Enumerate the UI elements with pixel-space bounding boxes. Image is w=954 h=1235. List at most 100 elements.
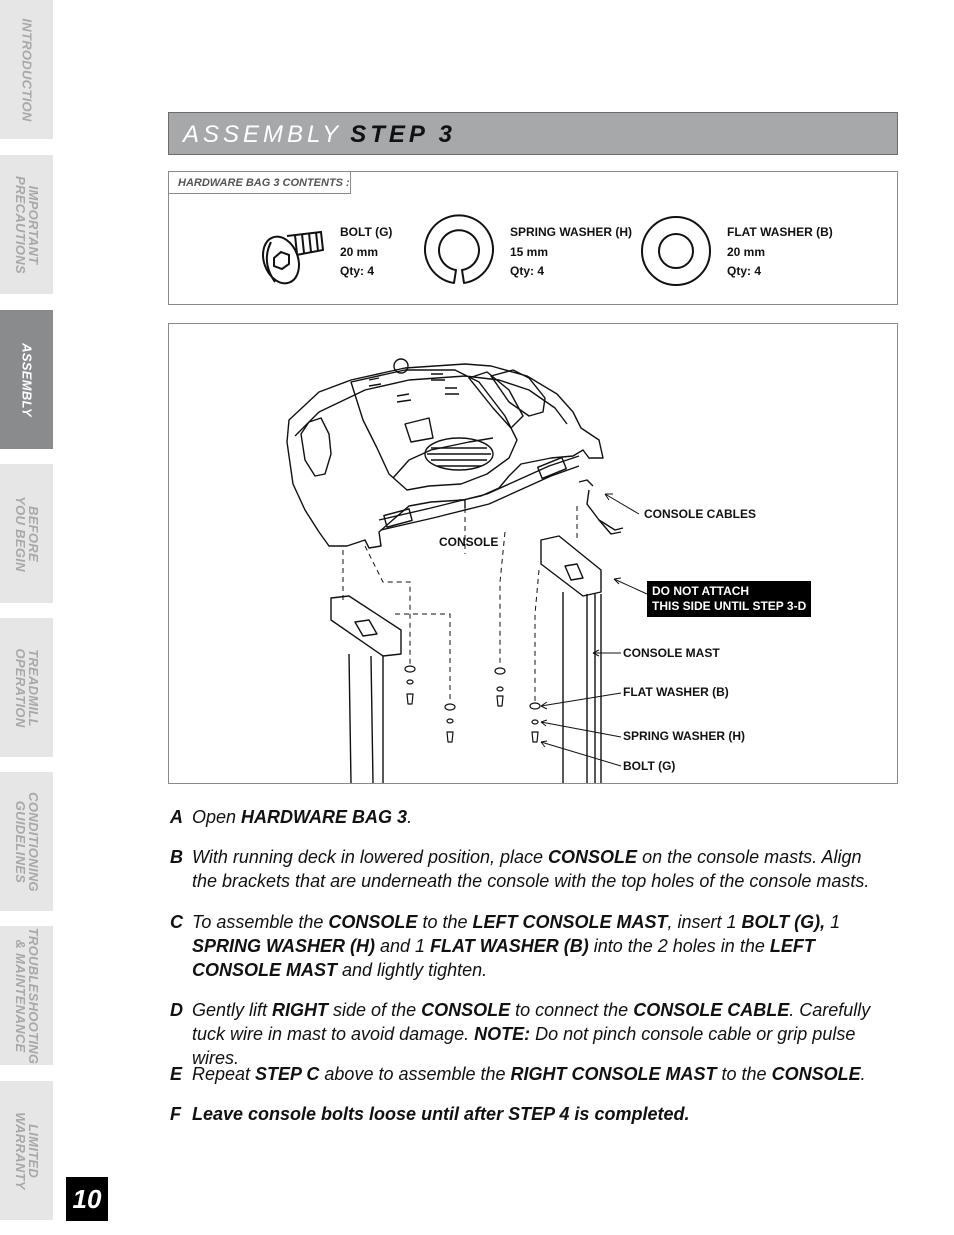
- section-title: ASSEMBLY STEP 3: [183, 121, 456, 149]
- step-bold-run: STEP C: [255, 1064, 320, 1084]
- side-tab-conditioning-guidelines[interactable]: CONDITIONING GUIDELINES: [0, 772, 53, 911]
- step-text-run: to the: [417, 912, 473, 932]
- step-text: Leave console bolts loose until after ST…: [192, 1102, 890, 1126]
- step-bold-run: LEFT CONSOLE MAST: [192, 936, 815, 980]
- step-text-run: side of the: [328, 1000, 422, 1020]
- callout-spring-washer: SPRING WASHER (H): [623, 729, 746, 743]
- step-bold-run: CONSOLE: [548, 847, 638, 867]
- step-text-run: Do not pinch console cable or grip pulse…: [192, 1024, 856, 1068]
- hardware-name: SPRING WASHER (H): [510, 225, 633, 239]
- step-bold-run: BOLT (G),: [741, 912, 826, 932]
- hardware-qty: Qty: 4: [727, 264, 762, 278]
- callout-console-cables: CONSOLE CABLES: [644, 507, 757, 521]
- step-text-run: Open: [192, 807, 242, 827]
- step-text-run: Repeat: [192, 1064, 256, 1084]
- step-letter: B: [170, 847, 183, 867]
- side-tab-label: ASSEMBLY: [19, 342, 34, 417]
- hardware-contents-box: HARDWARE BAG 3 CONTENTS : BOLT (G) 20 mm…: [168, 171, 898, 305]
- step-text-run: to connect the: [510, 1000, 634, 1020]
- step-f: F Leave console bolts loose until after …: [170, 1102, 890, 1126]
- step-a: A Open HARDWARE BAG 3.: [170, 805, 890, 829]
- hardware-size: 20 mm: [727, 244, 766, 259]
- callout-console-mast: CONSOLE MAST: [623, 646, 720, 660]
- section-title-bar: ASSEMBLY STEP 3: [168, 112, 898, 155]
- hardware-name: BOLT (G): [340, 225, 393, 239]
- step-bold-run: Leave console bolts loose until after ST…: [192, 1104, 690, 1124]
- step-text-run: on the console masts. Align the brackets…: [192, 847, 870, 891]
- side-tab-treadmill-operation[interactable]: TREADMILL OPERATION: [0, 618, 53, 757]
- step-bold-run: HARDWARE BAG 3: [241, 807, 408, 827]
- step-text-run: To assemble the: [192, 912, 329, 932]
- callout-bolt: BOLT (G): [623, 759, 676, 773]
- hardware-item-spring-washer: SPRING WASHER (H) 15 mm Qty: 4: [510, 223, 632, 282]
- step-letter: F: [170, 1104, 181, 1124]
- callout-console: CONSOLE: [439, 535, 499, 549]
- step-text-run: to the: [716, 1064, 772, 1084]
- hardware-size: 15 mm: [510, 244, 549, 259]
- step-text-run: and lightly tighten.: [337, 960, 488, 980]
- side-tab-label: CONDITIONING GUIDELINES: [12, 791, 41, 892]
- step-text-run: .: [860, 1064, 866, 1084]
- spring-washer-icon: [424, 214, 494, 284]
- step-text-run: .: [407, 807, 413, 827]
- side-tab-label: IMPORTANT PRECAUTIONS: [12, 175, 41, 274]
- step-text-run: above to assemble the: [319, 1064, 511, 1084]
- title-prefix: ASSEMBLY: [183, 121, 343, 148]
- side-tab-important-precautions[interactable]: IMPORTANT PRECAUTIONS: [0, 155, 53, 294]
- assembly-diagram: CONSOLE CABLES CONSOLE DO NOT ATTACH THI…: [168, 323, 898, 784]
- step-text-run: and 1: [375, 936, 431, 956]
- side-tab-label: TROUBLESHOOTING & MAINTENANCE: [12, 927, 41, 1064]
- step-bold-run: SPRING WASHER (H): [192, 936, 376, 956]
- side-tab-label: BEFORE YOU BEGIN: [12, 495, 41, 572]
- side-tab-assembly[interactable]: ASSEMBLY: [0, 310, 53, 449]
- warning-label: DO NOT ATTACH THIS SIDE UNTIL STEP 3-D: [647, 581, 812, 617]
- page-number: 10: [66, 1177, 108, 1221]
- warning-line: DO NOT ATTACH: [652, 584, 750, 598]
- step-text-run: , insert 1: [667, 912, 742, 932]
- step-bold-run: RIGHT CONSOLE MAST: [510, 1064, 717, 1084]
- side-tab-label: INTRODUCTION: [19, 17, 34, 122]
- step-bold-run: RIGHT: [272, 1000, 329, 1020]
- step-bold-run: CONSOLE: [328, 912, 418, 932]
- step-bold-run: NOTE:: [474, 1024, 531, 1044]
- side-tab-limited-warranty[interactable]: LIMITED WARRANTY: [0, 1081, 53, 1220]
- step-text-run: With running deck in lowered position, p…: [192, 847, 549, 867]
- step-text: To assemble the CONSOLE to the LEFT CONS…: [192, 910, 890, 982]
- title-step: STEP 3: [350, 121, 456, 148]
- step-text-run: . Carefully tuck wire in mast to avoid d…: [192, 1000, 871, 1044]
- hardware-qty: Qty: 4: [340, 264, 375, 278]
- side-tab-introduction[interactable]: INTRODUCTION: [0, 0, 53, 139]
- hardware-item-bolt: BOLT (G) 20 mm Qty: 4: [340, 223, 392, 282]
- step-text-run: into the 2 holes in the: [588, 936, 770, 956]
- step-text: Open HARDWARE BAG 3.: [192, 805, 890, 829]
- step-letter: E: [170, 1064, 183, 1084]
- console-assembly-illustration: [286, 358, 648, 783]
- side-tab-before-you-begin[interactable]: BEFORE YOU BEGIN: [0, 464, 53, 603]
- hardware-size: 20 mm: [340, 244, 379, 259]
- step-text-run: Gently lift: [192, 1000, 273, 1020]
- hardware-qty: Qty: 4: [510, 264, 545, 278]
- side-tab-troubleshooting-maintenance[interactable]: TROUBLESHOOTING & MAINTENANCE: [0, 926, 53, 1065]
- step-letter: A: [170, 807, 183, 827]
- hardware-header: HARDWARE BAG 3 CONTENTS :: [169, 172, 351, 194]
- step-bold-run: FLAT WASHER (B): [430, 936, 589, 956]
- step-d: D Gently lift RIGHT side of the CONSOLE …: [170, 998, 890, 1068]
- step-text: With running deck in lowered position, p…: [192, 845, 890, 893]
- flat-washer-icon: [641, 216, 711, 286]
- step-bold-run: LEFT CONSOLE MAST: [472, 912, 668, 932]
- step-text: Repeat STEP C above to assemble the RIGH…: [192, 1062, 890, 1086]
- step-bold-run: CONSOLE: [771, 1064, 861, 1084]
- step-text: Gently lift RIGHT side of the CONSOLE to…: [192, 998, 890, 1070]
- step-bold-run: CONSOLE: [421, 1000, 511, 1020]
- step-letter: C: [170, 912, 183, 932]
- step-e: E Repeat STEP C above to assemble the RI…: [170, 1062, 890, 1086]
- step-bold-run: CONSOLE CABLE: [633, 1000, 790, 1020]
- bolt-icon: [262, 230, 325, 285]
- callout-flat-washer: FLAT WASHER (B): [623, 685, 729, 699]
- step-text-run: 1: [825, 912, 841, 932]
- step-c: C To assemble the CONSOLE to the LEFT CO…: [170, 910, 890, 982]
- hardware-item-flat-washer: FLAT WASHER (B) 20 mm Qty: 4: [727, 223, 833, 282]
- warning-line: THIS SIDE UNTIL STEP 3-D: [652, 599, 807, 613]
- side-tab-label: LIMITED WARRANTY: [12, 1111, 41, 1190]
- step-b: B With running deck in lowered position,…: [170, 845, 890, 893]
